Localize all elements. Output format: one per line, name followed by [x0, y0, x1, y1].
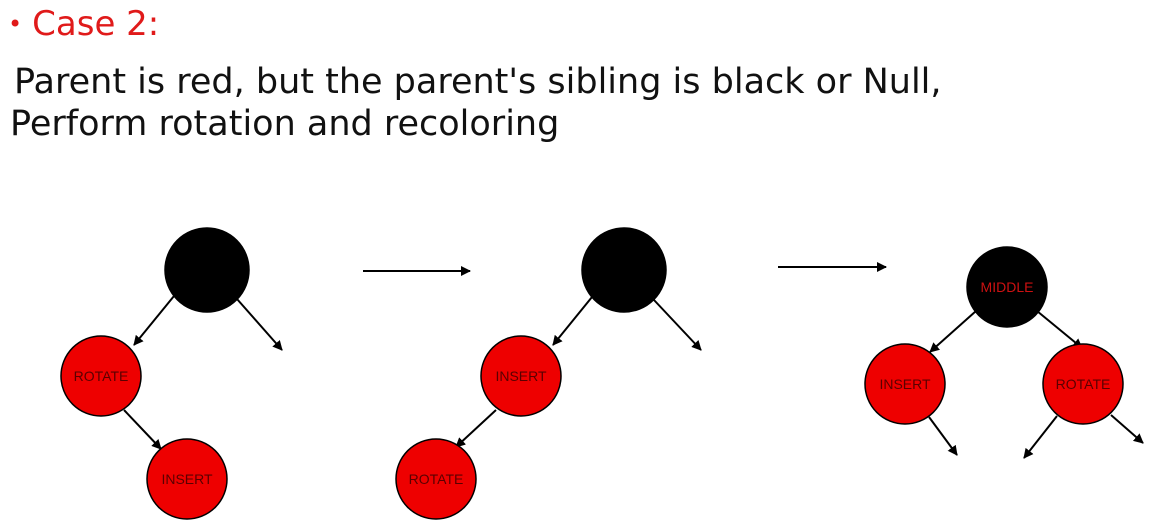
after-first-rotation-edge-root-to-null [653, 299, 702, 351]
after-recoloring-edge-middle-to-insert [929, 310, 977, 353]
after-recoloring-node-middle-label: MIDDLE [981, 279, 1034, 295]
before-edge-rotate-to-insert [123, 409, 162, 450]
bullet: • [8, 10, 23, 38]
after-recoloring-edge-middle-to-rotate [1036, 310, 1083, 349]
after-recoloring-node-insert [864, 343, 946, 425]
after-first-rotation-node-rotate-label: ROTATE [409, 471, 464, 487]
after-recoloring-node-rotate [1042, 343, 1124, 425]
after-recoloring-edge-rotate-to-null-left [1023, 415, 1058, 459]
after-recoloring-node-rotate-label: ROTATE [1056, 376, 1111, 392]
after-first-rotation-node-insert-label: INSERT [495, 368, 547, 384]
before-node-rotate [60, 335, 142, 417]
case-heading: • Case 2: [8, 2, 159, 46]
after-recoloring-edge-rotate-to-null-right [1110, 414, 1144, 444]
after-first-rotation-edge-insert-to-rotate [455, 409, 497, 448]
after-recoloring-node-insert-label: INSERT [879, 376, 931, 392]
after-first-rotation-edge-root-to-insert [552, 296, 593, 346]
after-first-rotation-node-insert [480, 335, 562, 417]
before-node-root [164, 227, 250, 313]
after-first-rotation-node-rotate [395, 438, 477, 520]
before-node-insert-label: INSERT [161, 471, 213, 487]
case-title: Case 2: [32, 4, 160, 44]
before-node-insert [146, 438, 228, 520]
after-recoloring-node-middle [966, 246, 1048, 328]
before-edge-root-to-null [236, 298, 283, 351]
after-recoloring-edge-insert-to-null [928, 416, 958, 456]
description-line-1: Parent is red, but the parent's sibling … [14, 62, 942, 102]
after-first-rotation-node-root [581, 227, 667, 313]
description-line-2: Perform rotation and recoloring [10, 104, 560, 144]
before-node-rotate-label: ROTATE [74, 368, 129, 384]
before-edge-root-to-rotate [133, 295, 175, 346]
